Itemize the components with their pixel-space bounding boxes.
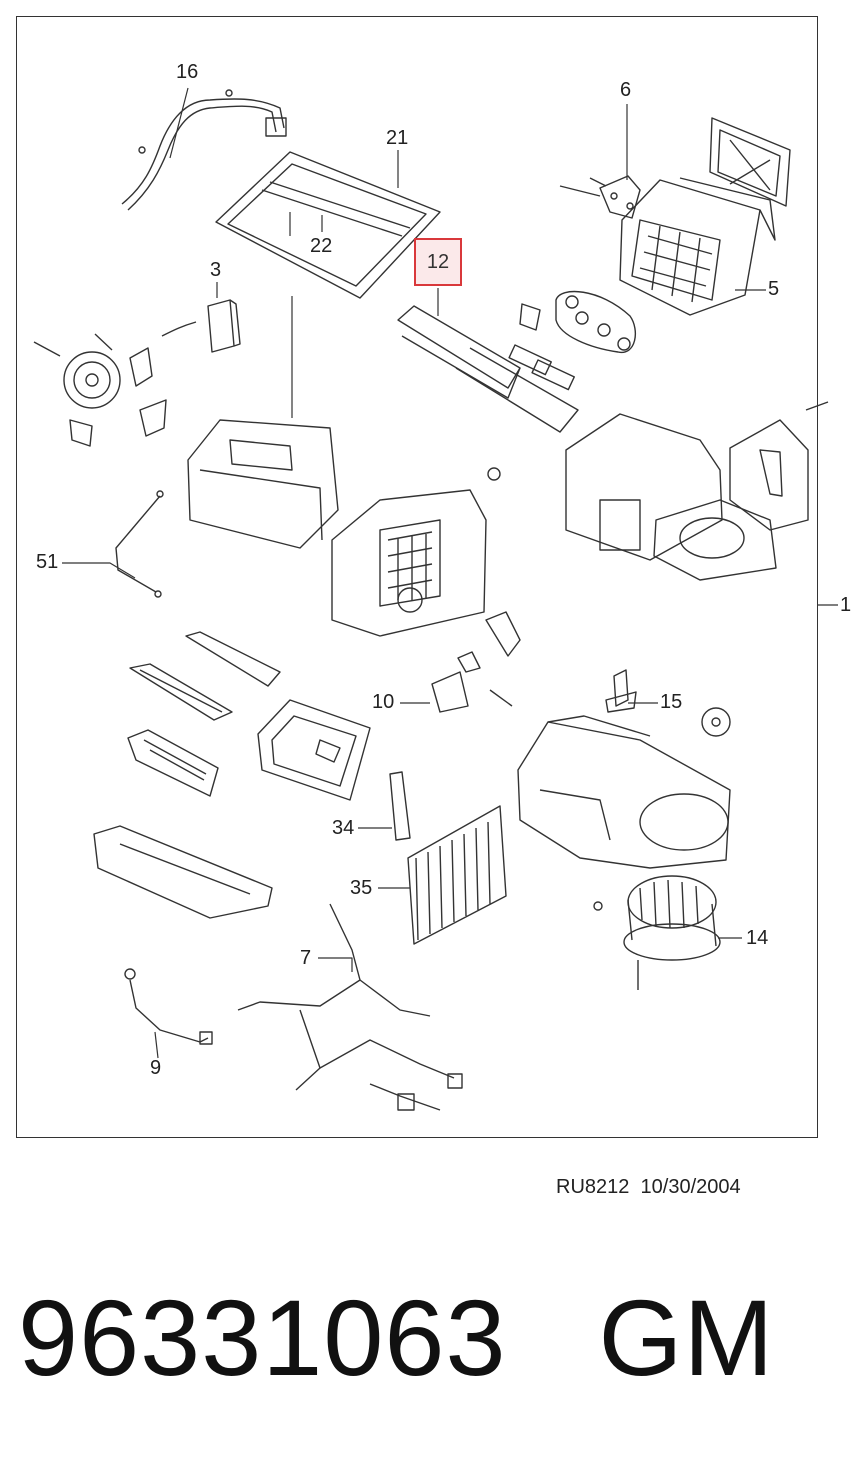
callout-14[interactable]: 14 [746, 927, 769, 949]
callout-34[interactable]: 34 [332, 817, 355, 839]
leader-lines [62, 87, 838, 1059]
callout-51[interactable]: 51 [36, 551, 59, 573]
part-10-bracket [431, 651, 513, 713]
part-51-rod [115, 490, 164, 598]
callout-7[interactable]: 7 [300, 947, 312, 969]
part-number: 96331063 [18, 1277, 507, 1398]
part-door-mid [257, 699, 371, 801]
drawing-reference: RU8212 10/30/2004 [556, 1176, 741, 1199]
part-number-heading: 96331063 GM [18, 1278, 775, 1398]
exploded-parts-diagram [33, 87, 838, 1111]
part-5-duct-housing [619, 177, 776, 316]
part-34-strip [389, 771, 411, 841]
part-16-hose [121, 89, 287, 211]
drawing-code: RU8212 [556, 1176, 630, 1198]
part-gasket [519, 290, 637, 353]
callout-21[interactable]: 21 [386, 127, 409, 149]
diagram-frame [16, 16, 818, 1138]
part-blower-housing [517, 715, 731, 869]
part-1-housing-right [565, 401, 829, 581]
part-mode-actuator-left [33, 333, 167, 447]
callout-16[interactable]: 16 [176, 61, 199, 83]
callout-6[interactable]: 6 [620, 79, 632, 101]
part-6-actuator [559, 175, 641, 219]
part-14-blower-motor [593, 875, 721, 990]
brand-name: GM [598, 1277, 775, 1398]
callout-12-highlighted[interactable]: 12 [414, 238, 462, 286]
drawing-date: 10/30/2004 [640, 1176, 741, 1198]
callout-9[interactable]: 9 [150, 1057, 162, 1079]
part-15-clip [605, 669, 731, 737]
part-doors-left [93, 631, 281, 919]
part-12-heater-core [397, 305, 579, 433]
part-filter-top-right [709, 117, 791, 207]
callout-35[interactable]: 35 [350, 877, 373, 899]
part-3-relay [161, 299, 241, 353]
part-21-seal-frame [215, 151, 441, 299]
part-9-sensor-cable [124, 968, 213, 1045]
callout-5[interactable]: 5 [768, 278, 780, 300]
part-7-harness [237, 903, 463, 1111]
callout-10[interactable]: 10 [372, 691, 395, 713]
part-1-housing-center [187, 419, 521, 657]
callout-15[interactable]: 15 [660, 691, 683, 713]
callout-1[interactable]: 1 [840, 594, 852, 616]
callout-3[interactable]: 3 [210, 259, 222, 281]
part-35-filter [407, 805, 507, 945]
callout-22[interactable]: 22 [310, 235, 333, 257]
